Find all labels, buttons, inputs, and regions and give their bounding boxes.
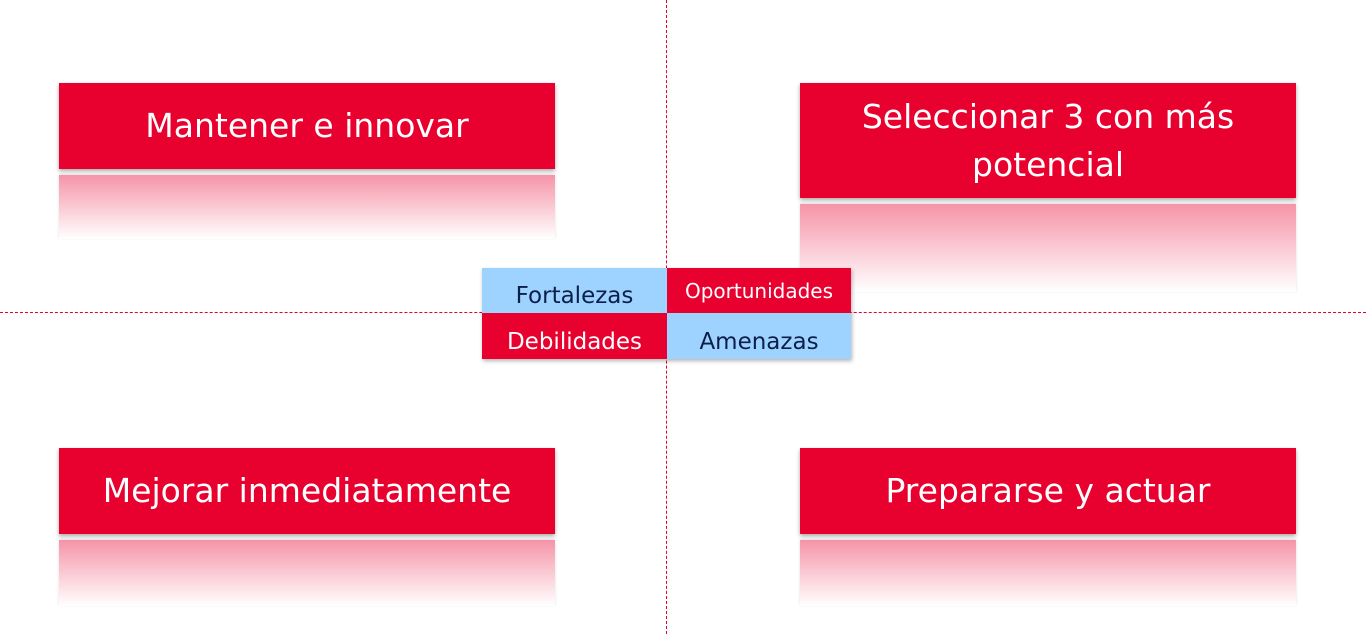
strategy-label-maintain-innovate: Mantener e innovar <box>145 106 469 145</box>
strategy-box-improve-immediately-reflection <box>59 540 555 606</box>
strategy-box-prepare-act-reflection <box>800 540 1296 606</box>
swot-cell-threats: Amenazas <box>667 313 851 359</box>
strategy-box-improve-immediately: Mejorar inmediatamente <box>59 448 555 534</box>
swot-label-threats: Amenazas <box>699 329 819 355</box>
strategy-label-select-top-three: Seleccionar 3 con más potencial <box>861 96 1235 184</box>
swot-cell-strengths: Fortalezas <box>482 268 667 313</box>
strategy-box-maintain-innovate-reflection <box>59 175 555 239</box>
strategy-box-select-top-three: Seleccionar 3 con más potencial <box>800 83 1296 198</box>
strategy-label-improve-immediately: Mejorar inmediatamente <box>102 471 512 510</box>
swot-label-strengths: Fortalezas <box>515 282 634 309</box>
swot-cell-weaknesses: Debilidades <box>482 313 667 359</box>
strategy-box-maintain-innovate: Mantener e innovar <box>59 83 555 169</box>
strategy-box-prepare-act: Prepararse y actuar <box>800 448 1296 534</box>
strategy-box-select-top-three-reflection <box>800 204 1296 292</box>
swot-label-opportunities: Oportunidades <box>684 278 834 303</box>
swot-cell-opportunities: Oportunidades <box>667 268 851 313</box>
strategy-label-prepare-act: Prepararse y actuar <box>885 471 1211 510</box>
swot-label-weaknesses: Debilidades <box>506 329 643 355</box>
